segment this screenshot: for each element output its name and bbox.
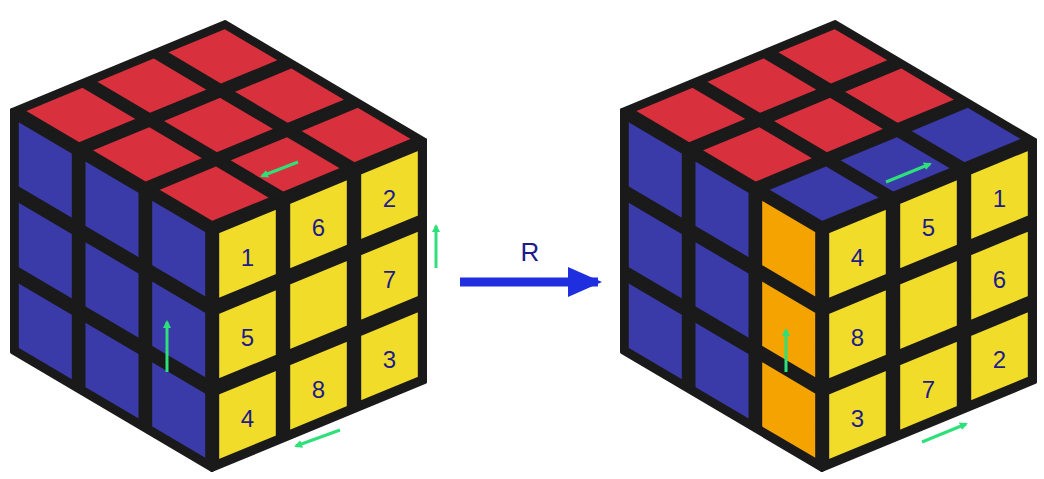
sticker-number: 7	[922, 378, 935, 402]
sticker	[828, 288, 888, 380]
sticker	[218, 208, 278, 300]
sticker	[970, 230, 1030, 322]
sticker	[360, 230, 420, 322]
sticker	[899, 259, 959, 351]
sticker-number: 2	[993, 348, 1006, 372]
sticker-number: 3	[383, 348, 396, 372]
sticker-number: 1	[241, 246, 254, 270]
sticker	[151, 360, 207, 461]
sticker	[970, 149, 1030, 241]
cube-face	[622, 110, 822, 470]
sticker	[289, 259, 349, 351]
move-label: R	[521, 239, 540, 265]
sticker	[84, 320, 140, 421]
sticker-number: 3	[851, 407, 864, 431]
sticker-number: 5	[922, 216, 935, 240]
sticker	[289, 340, 349, 432]
sticker	[289, 178, 349, 270]
cube-face	[822, 140, 1035, 470]
sticker-number: 6	[312, 216, 325, 240]
sticker-number: 4	[851, 246, 864, 270]
sticker	[360, 149, 420, 241]
sticker	[232, 67, 348, 125]
sticker	[828, 208, 888, 300]
sticker	[775, 28, 891, 86]
sticker	[970, 310, 1030, 402]
cube-face	[212, 140, 425, 470]
sticker-number: 7	[383, 268, 396, 292]
sticker	[899, 340, 959, 432]
sticker-number: 8	[851, 326, 864, 350]
sticker-number: 6	[993, 268, 1006, 292]
move-arrow	[460, 282, 598, 283]
sticker	[360, 310, 420, 402]
sticker	[218, 288, 278, 380]
sticker	[899, 178, 959, 270]
sticker-number: 4	[241, 407, 254, 431]
sticker	[842, 67, 958, 125]
sticker-number: 5	[241, 326, 254, 350]
sticker	[761, 360, 817, 461]
sticker	[17, 281, 73, 382]
sticker-number: 8	[312, 378, 325, 402]
sticker	[828, 369, 888, 461]
sticker	[165, 28, 281, 86]
sticker	[627, 281, 683, 382]
sticker	[218, 369, 278, 461]
cube-face	[12, 110, 212, 470]
sticker	[694, 320, 750, 421]
sticker-number: 2	[383, 187, 396, 211]
sticker-number: 1	[993, 187, 1006, 211]
turn-arrows	[167, 162, 966, 446]
